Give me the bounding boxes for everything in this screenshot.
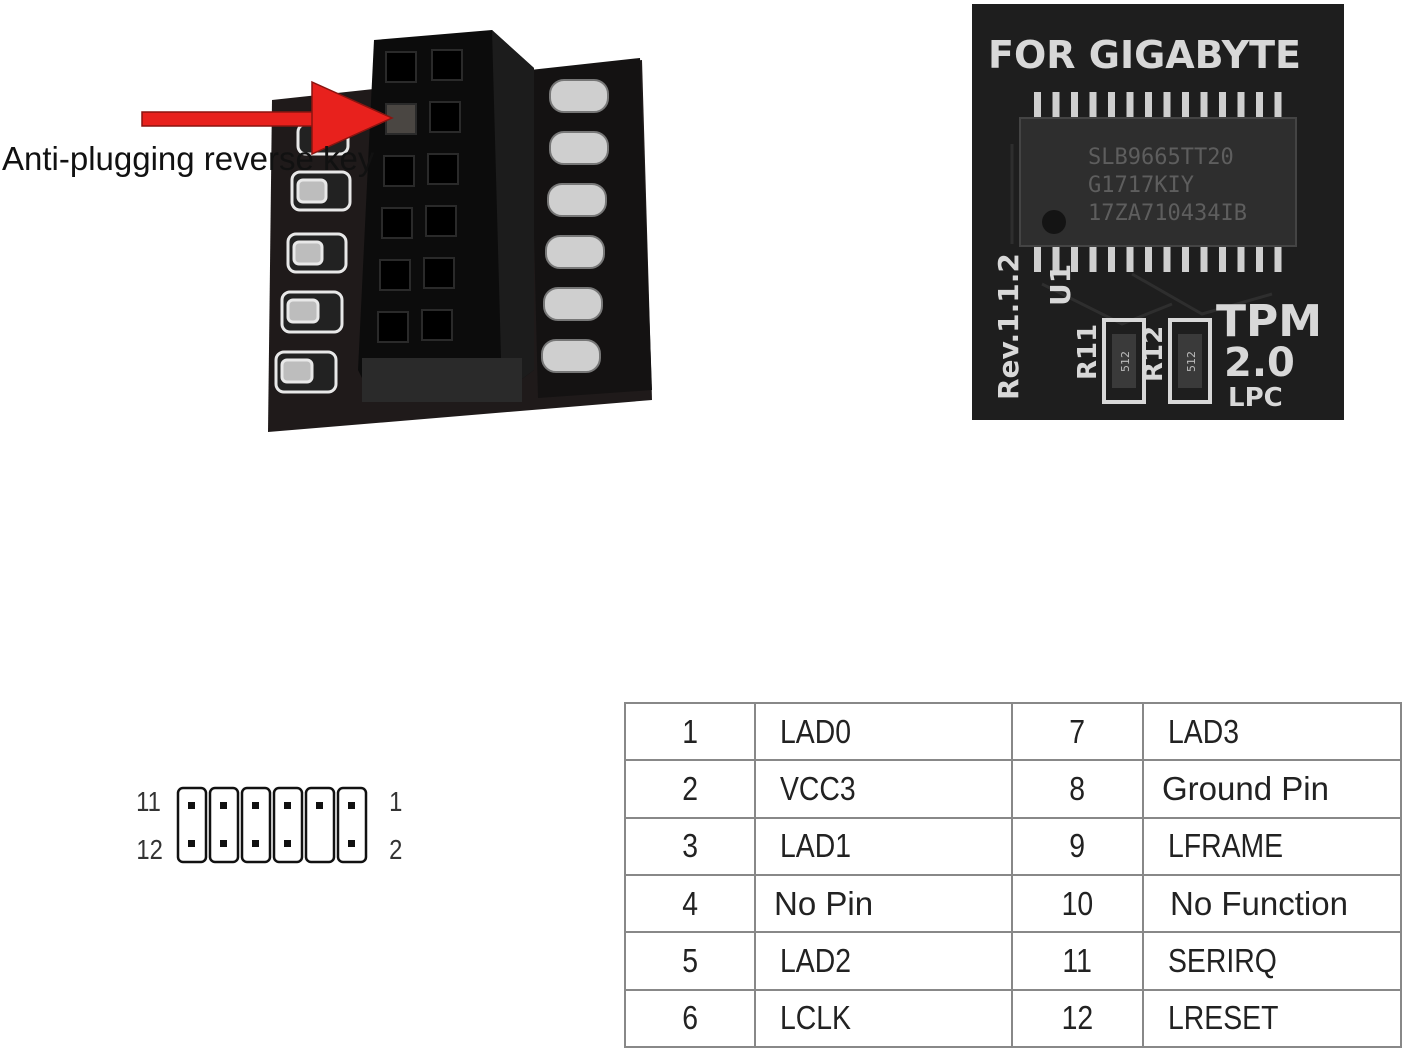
tpm-chip-pin	[1182, 92, 1189, 118]
connector-housing-side	[492, 30, 534, 394]
pin-signal: VCC3	[780, 769, 856, 807]
tpm-chip-line1: SLB9665TT20	[1088, 145, 1234, 170]
tpm-model-line1: TPM	[1216, 296, 1322, 347]
tpm-traces	[1010, 144, 1273, 326]
annotation-label: Anti-plugging reverse key	[2, 140, 375, 177]
tpm-chip-pin	[1052, 246, 1060, 272]
tpm-ref-r11: R11	[1073, 324, 1103, 380]
tpm-chip-pin	[1163, 92, 1171, 118]
tpm-chip-line2: G1717KIY	[1088, 173, 1194, 198]
tpm-chip-pin	[1200, 246, 1208, 272]
tpm-chip-line3: 17ZA710434IB	[1088, 201, 1247, 226]
connector-photo	[268, 30, 652, 432]
header-label-top-left: 11	[136, 786, 161, 817]
tpm-chip-pin	[1089, 92, 1097, 118]
pin-signal: LFRAME	[1168, 827, 1284, 865]
tpm-chip-dot	[1042, 210, 1066, 234]
tpm-chip-pin	[1274, 246, 1282, 272]
tpm-chip-pin	[1108, 246, 1115, 272]
tpm-resistor-code: 512	[1119, 351, 1132, 372]
pin-number: 8	[1069, 769, 1086, 807]
pin-number: 10	[1061, 884, 1094, 922]
connector-holes	[377, 49, 463, 343]
tpm-chip-pin	[1145, 246, 1152, 272]
pin-signal: SERIRQ	[1168, 941, 1277, 979]
pin-signal: LRESET	[1168, 999, 1279, 1037]
table-row: 6 LCLK 12 LRESET	[624, 988, 1402, 1049]
pin-table: 1 LAD0 7 LAD3 2 VCC3 8 Ground Pin 3 LAD1…	[624, 701, 1402, 1049]
pin-number: 4	[682, 884, 698, 922]
pin-signal: LAD2	[780, 941, 852, 979]
pin-number: 5	[682, 941, 698, 979]
pin-signal: No Function	[1170, 884, 1348, 922]
tpm-chip-pin	[1052, 92, 1060, 118]
pin-signal: LAD1	[780, 827, 852, 865]
pin-number: 3	[682, 827, 698, 865]
tpm-chip-pin	[1034, 246, 1041, 272]
pin-number: 12	[1061, 999, 1094, 1037]
tpm-chip	[1019, 117, 1297, 247]
pin-signal: Ground Pin	[1162, 769, 1329, 807]
tpm-chip-pins-top	[1034, 92, 1282, 118]
tpm-chip-pin	[1108, 92, 1115, 118]
header-pin-diagram: 11 12 1 2	[130, 780, 420, 870]
tpm-chip-pin	[1256, 92, 1263, 118]
header-label-top-right: 1	[389, 786, 403, 817]
tpm-chip-pin	[1145, 92, 1152, 118]
table-row: 3 LAD1 9 LFRAME	[624, 816, 1402, 876]
red-arrow-icon	[141, 80, 394, 156]
tpm-revision: Rev.1.1.2	[992, 253, 1025, 400]
header-pins-graphic	[176, 786, 368, 864]
tpm-chip-pin	[1089, 246, 1097, 272]
pin-number: 1	[682, 712, 698, 750]
table-row: 5 LAD2 11 SERIRQ	[624, 931, 1402, 991]
tpm-chip-pin	[1237, 246, 1245, 272]
tpm-model-line3: LPC	[1228, 383, 1283, 413]
tpm-chip-pin	[1034, 92, 1041, 118]
tpm-chip-pin	[1182, 246, 1189, 272]
pin-number: 6	[682, 999, 698, 1037]
connector-housing-front-lip	[362, 358, 522, 402]
connector-left-pads	[274, 122, 352, 394]
tpm-board-photo: FOR GIGABYTE SLB9665TT20 G1717KIY 17ZA71…	[972, 4, 1344, 420]
pin-signal: LCLK	[780, 999, 852, 1037]
table-row: 1 LAD0 7 LAD3	[624, 701, 1402, 762]
connector-right-pads	[541, 79, 609, 373]
pin-number: 9	[1069, 827, 1086, 865]
pin-signal: No Pin	[774, 884, 874, 922]
pin-signal: LAD3	[1168, 712, 1240, 750]
tpm-chip-pin	[1274, 92, 1282, 118]
tpm-chip-pin	[1071, 246, 1078, 272]
tpm-resistor-r12: 512	[1168, 318, 1212, 404]
tpm-chip-pin	[1126, 92, 1134, 118]
tpm-resistor-r11: 512	[1102, 318, 1146, 404]
tpm-chip-pin	[1163, 246, 1171, 272]
tpm-brand-text: FOR GIGABYTE	[988, 33, 1301, 77]
tpm-chip-pin	[1256, 246, 1263, 272]
tpm-chip-pin	[1126, 246, 1134, 272]
header-label-bottom-left: 12	[136, 834, 163, 865]
tpm-chip-pin	[1200, 92, 1208, 118]
tpm-ref-r12: R12	[1139, 326, 1169, 382]
tpm-resistor-code: 512	[1185, 351, 1198, 372]
pin-signal: LAD0	[780, 712, 852, 750]
tpm-ref-u1: U1	[1044, 264, 1077, 306]
tpm-chip-pins-bottom	[1034, 246, 1282, 272]
header-label-bottom-right: 2	[389, 834, 403, 865]
tpm-chip-pin	[1071, 92, 1078, 118]
table-row: 2 VCC3 8 Ground Pin	[624, 759, 1402, 819]
tpm-model-line2: 2.0	[1224, 340, 1295, 386]
pin-number: 11	[1062, 941, 1093, 979]
pin-number: 2	[682, 769, 698, 807]
tpm-chip-pin	[1237, 92, 1245, 118]
tpm-chip-pin	[1219, 92, 1226, 118]
tpm-chip-pin	[1219, 246, 1226, 272]
pin-number: 7	[1069, 712, 1086, 750]
table-row: 4 No Pin 10 No Function	[624, 873, 1402, 934]
